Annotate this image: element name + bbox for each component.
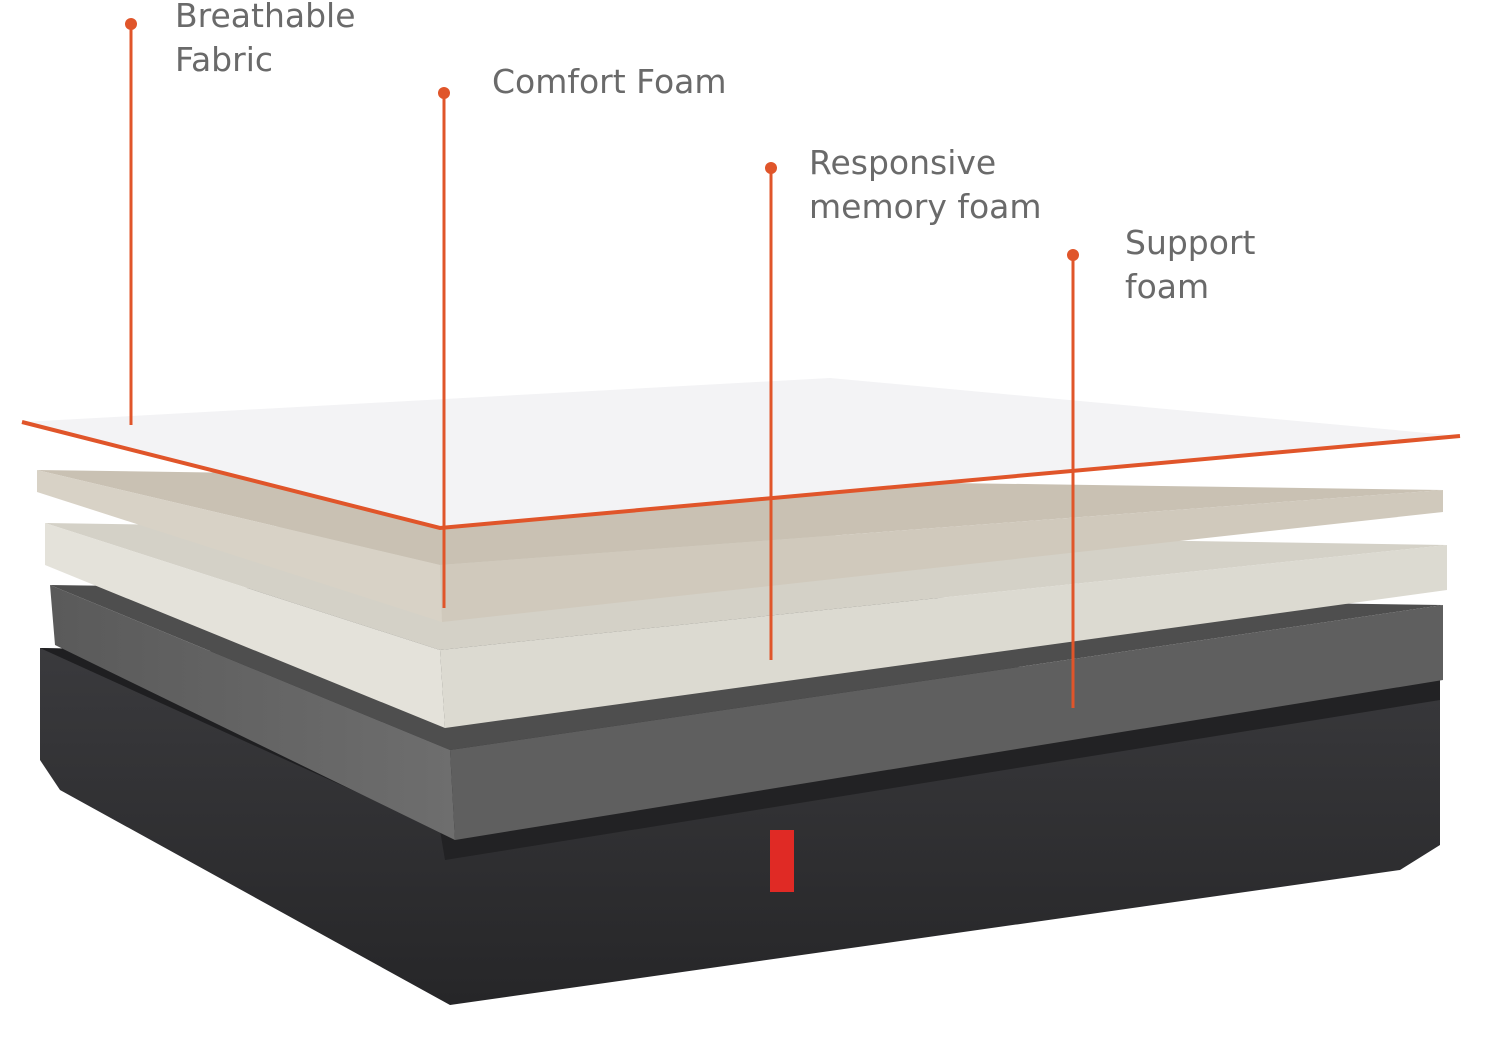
leader-dot-comfort — [438, 87, 450, 99]
leader-dot-fabric — [125, 18, 137, 30]
label-comfort-foam: Comfort Foam — [492, 62, 727, 101]
label-responsive-memory-foam: Responsive memory foam — [809, 143, 1042, 226]
leader-dot-support — [1067, 249, 1079, 261]
fabric-layer — [21, 378, 1461, 531]
brand-tag — [770, 830, 794, 892]
label-breathable-fabric: Breathable Fabric — [175, 0, 356, 79]
leader-dot-memory — [765, 162, 777, 174]
label-support-foam: Support foam — [1125, 223, 1256, 306]
leader-lines — [125, 18, 1079, 708]
